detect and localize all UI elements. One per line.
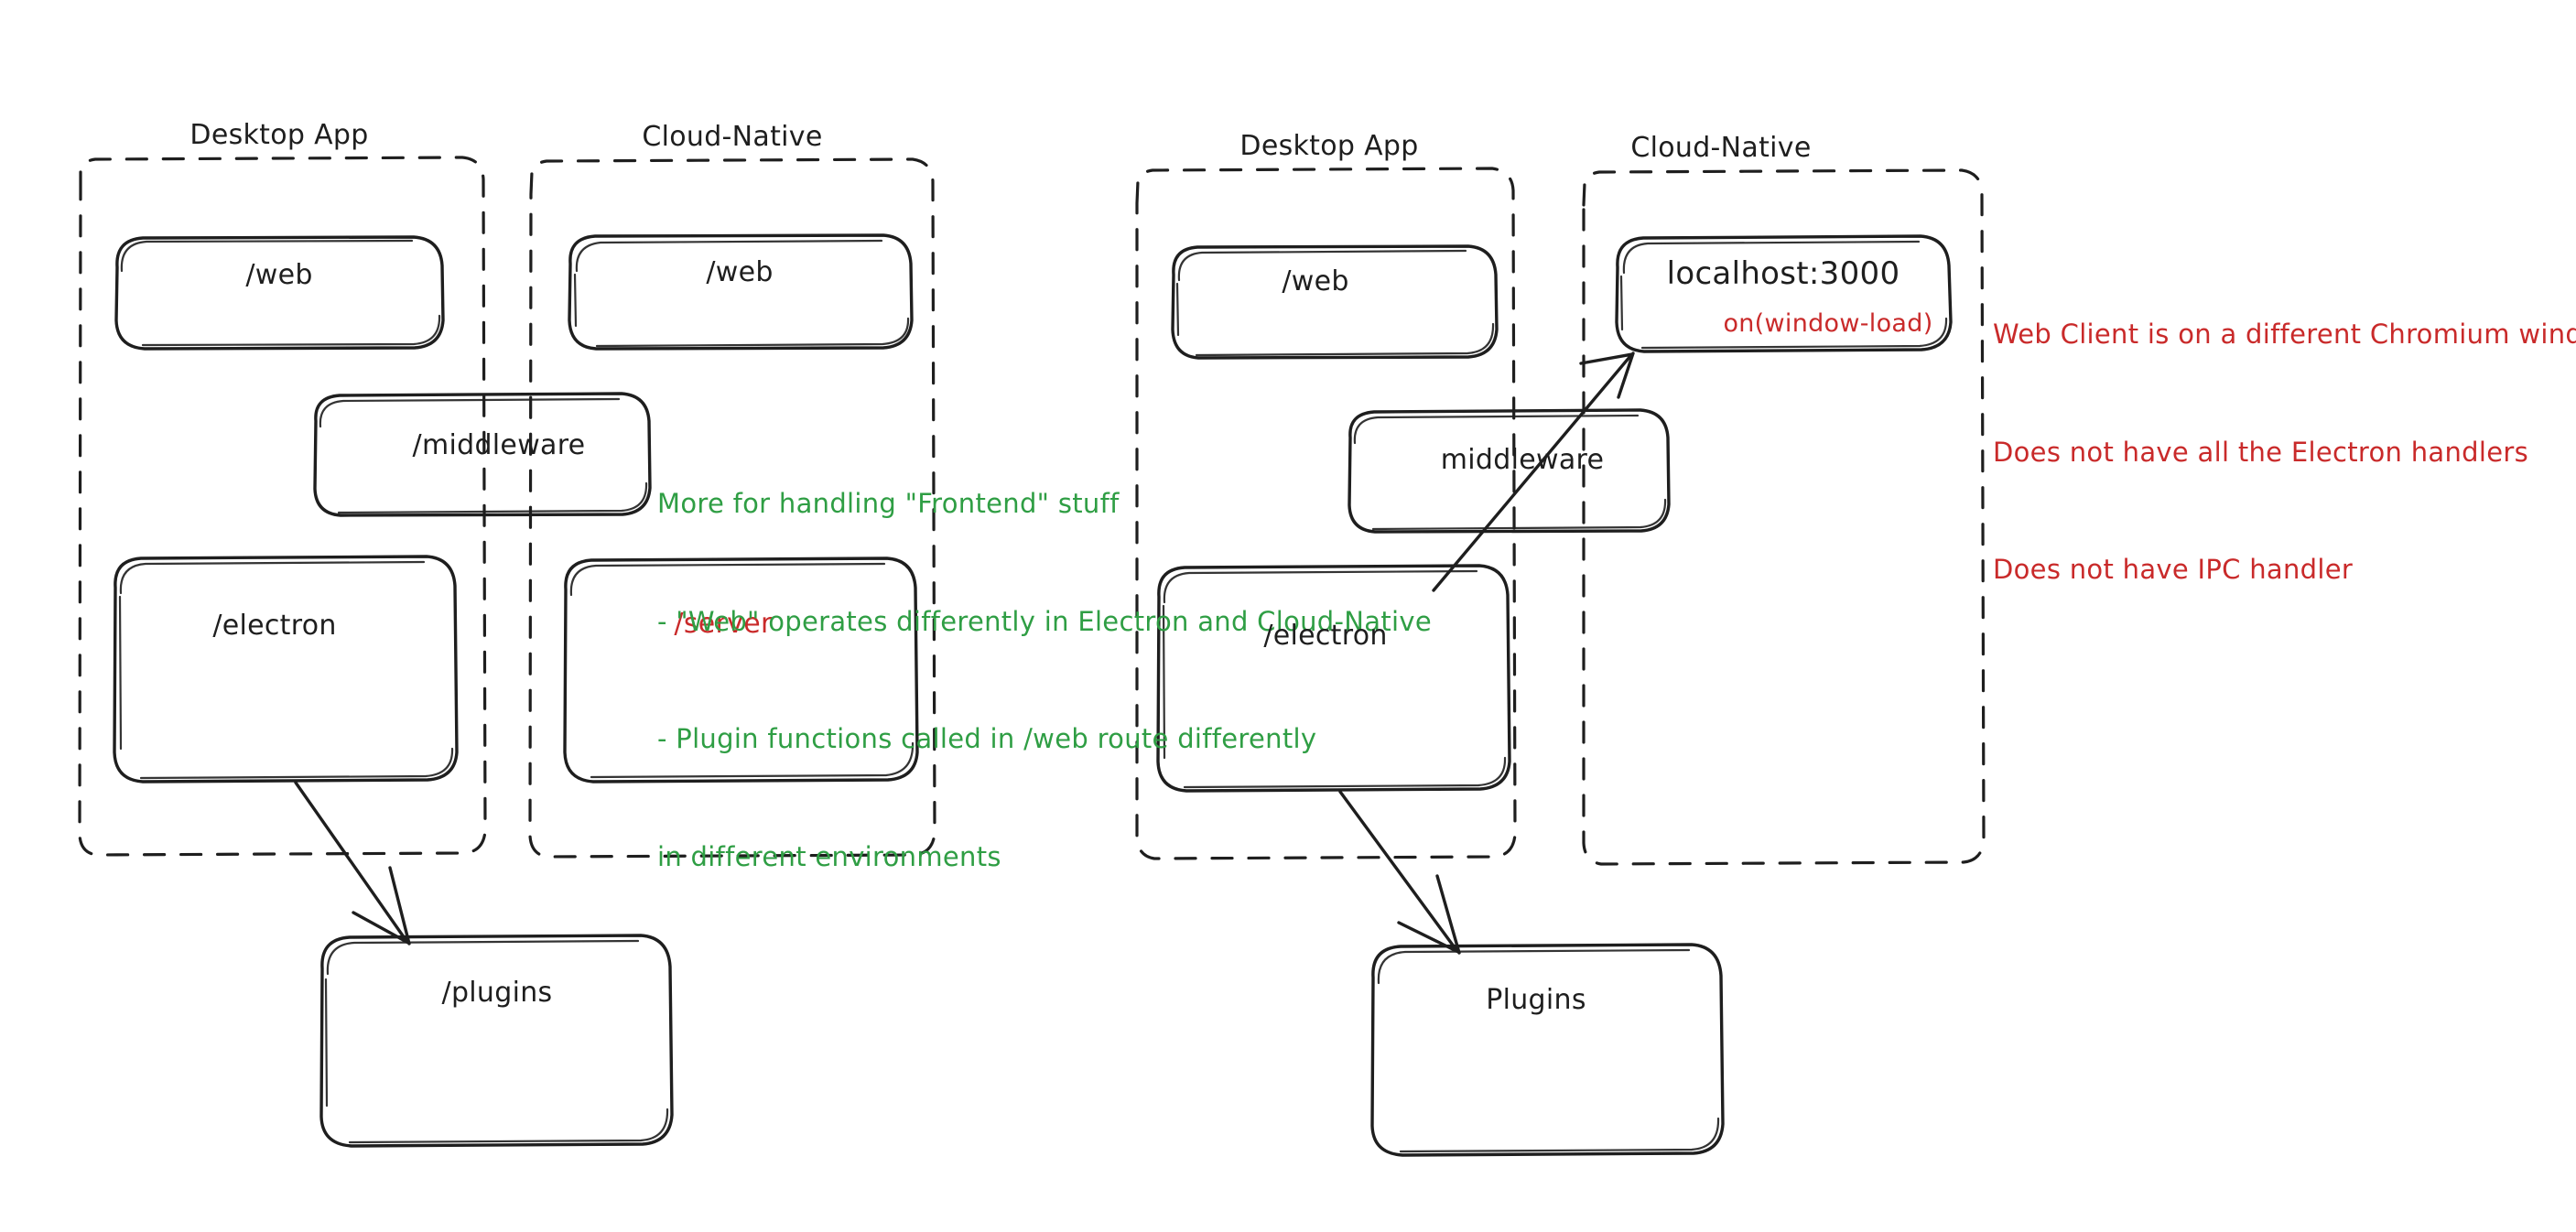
arrow-electron-to-localhost-right [1432, 351, 1635, 592]
box-frame-electron-right [1156, 564, 1511, 793]
arrow-electron-to-plugins-left [294, 781, 411, 946]
box-label-middleware-left: /middleware [412, 429, 586, 461]
group-label-cloud-native-left: Cloud-Native [642, 121, 823, 153]
box-label-plugins-left: /plugins [441, 977, 553, 1009]
annotation-web-client-note: Web Client is on a different Chromium wi… [1993, 236, 2576, 668]
box-frame-localhost-right [1615, 234, 1953, 353]
box-frame-web-cloud-left [568, 233, 914, 351]
annotation-line: - "Web" operates differently in Electron… [657, 605, 1432, 637]
arrow-electron-to-plugins-right [1338, 790, 1461, 955]
box-frame-electron-left [113, 555, 459, 784]
box-frame-web-desktop-left [114, 235, 445, 351]
group-frame-cloud-native-left [528, 157, 936, 859]
group-frame-desktop-app-right [1135, 167, 1517, 860]
annotation-line: - Plugin functions called in /web route … [657, 723, 1317, 755]
box-label-web-desktop-left: /web [245, 259, 313, 291]
box-frame-server-left [563, 557, 919, 784]
box-label-web-cloud-left: /web [706, 256, 774, 288]
annotation-line: Does not have all the Electron handlers [1993, 436, 2528, 468]
annotation-line: Web Client is on a different Chromium wi… [1993, 318, 2576, 350]
box-label-localhost-right: localhost:3000 [1666, 255, 1900, 292]
box-frame-plugins-right [1370, 943, 1725, 1157]
box-label-middleware-right: middleware [1440, 444, 1605, 476]
group-label-desktop-app-right: Desktop App [1239, 130, 1419, 162]
annotation-line: Does not have IPC handler [1993, 554, 2354, 586]
box-sublabel-on-window-load: on(window-load) [1723, 309, 1933, 338]
box-label-plugins-right: Plugins [1486, 984, 1586, 1016]
group-label-desktop-app-left: Desktop App [189, 119, 369, 151]
box-label-server-left: /server [674, 608, 773, 640]
box-label-web-desktop-right: /web [1282, 265, 1349, 297]
group-frame-desktop-app-left [78, 156, 487, 857]
annotation-frontend-note: More for handling "Frontend" stuff - "We… [657, 405, 1432, 956]
annotation-line: More for handling "Frontend" stuff [657, 487, 1120, 519]
annotation-line: in different environments [657, 840, 1001, 872]
group-label-cloud-native-right: Cloud-Native [1630, 132, 1812, 164]
box-label-electron-right: /electron [1263, 620, 1388, 652]
box-frame-plugins-left [319, 934, 674, 1148]
box-frame-web-desktop-right [1171, 244, 1499, 360]
box-frame-middleware-right [1348, 408, 1671, 534]
box-frame-middleware-left [313, 392, 652, 517]
box-label-electron-left: /electron [212, 610, 337, 642]
